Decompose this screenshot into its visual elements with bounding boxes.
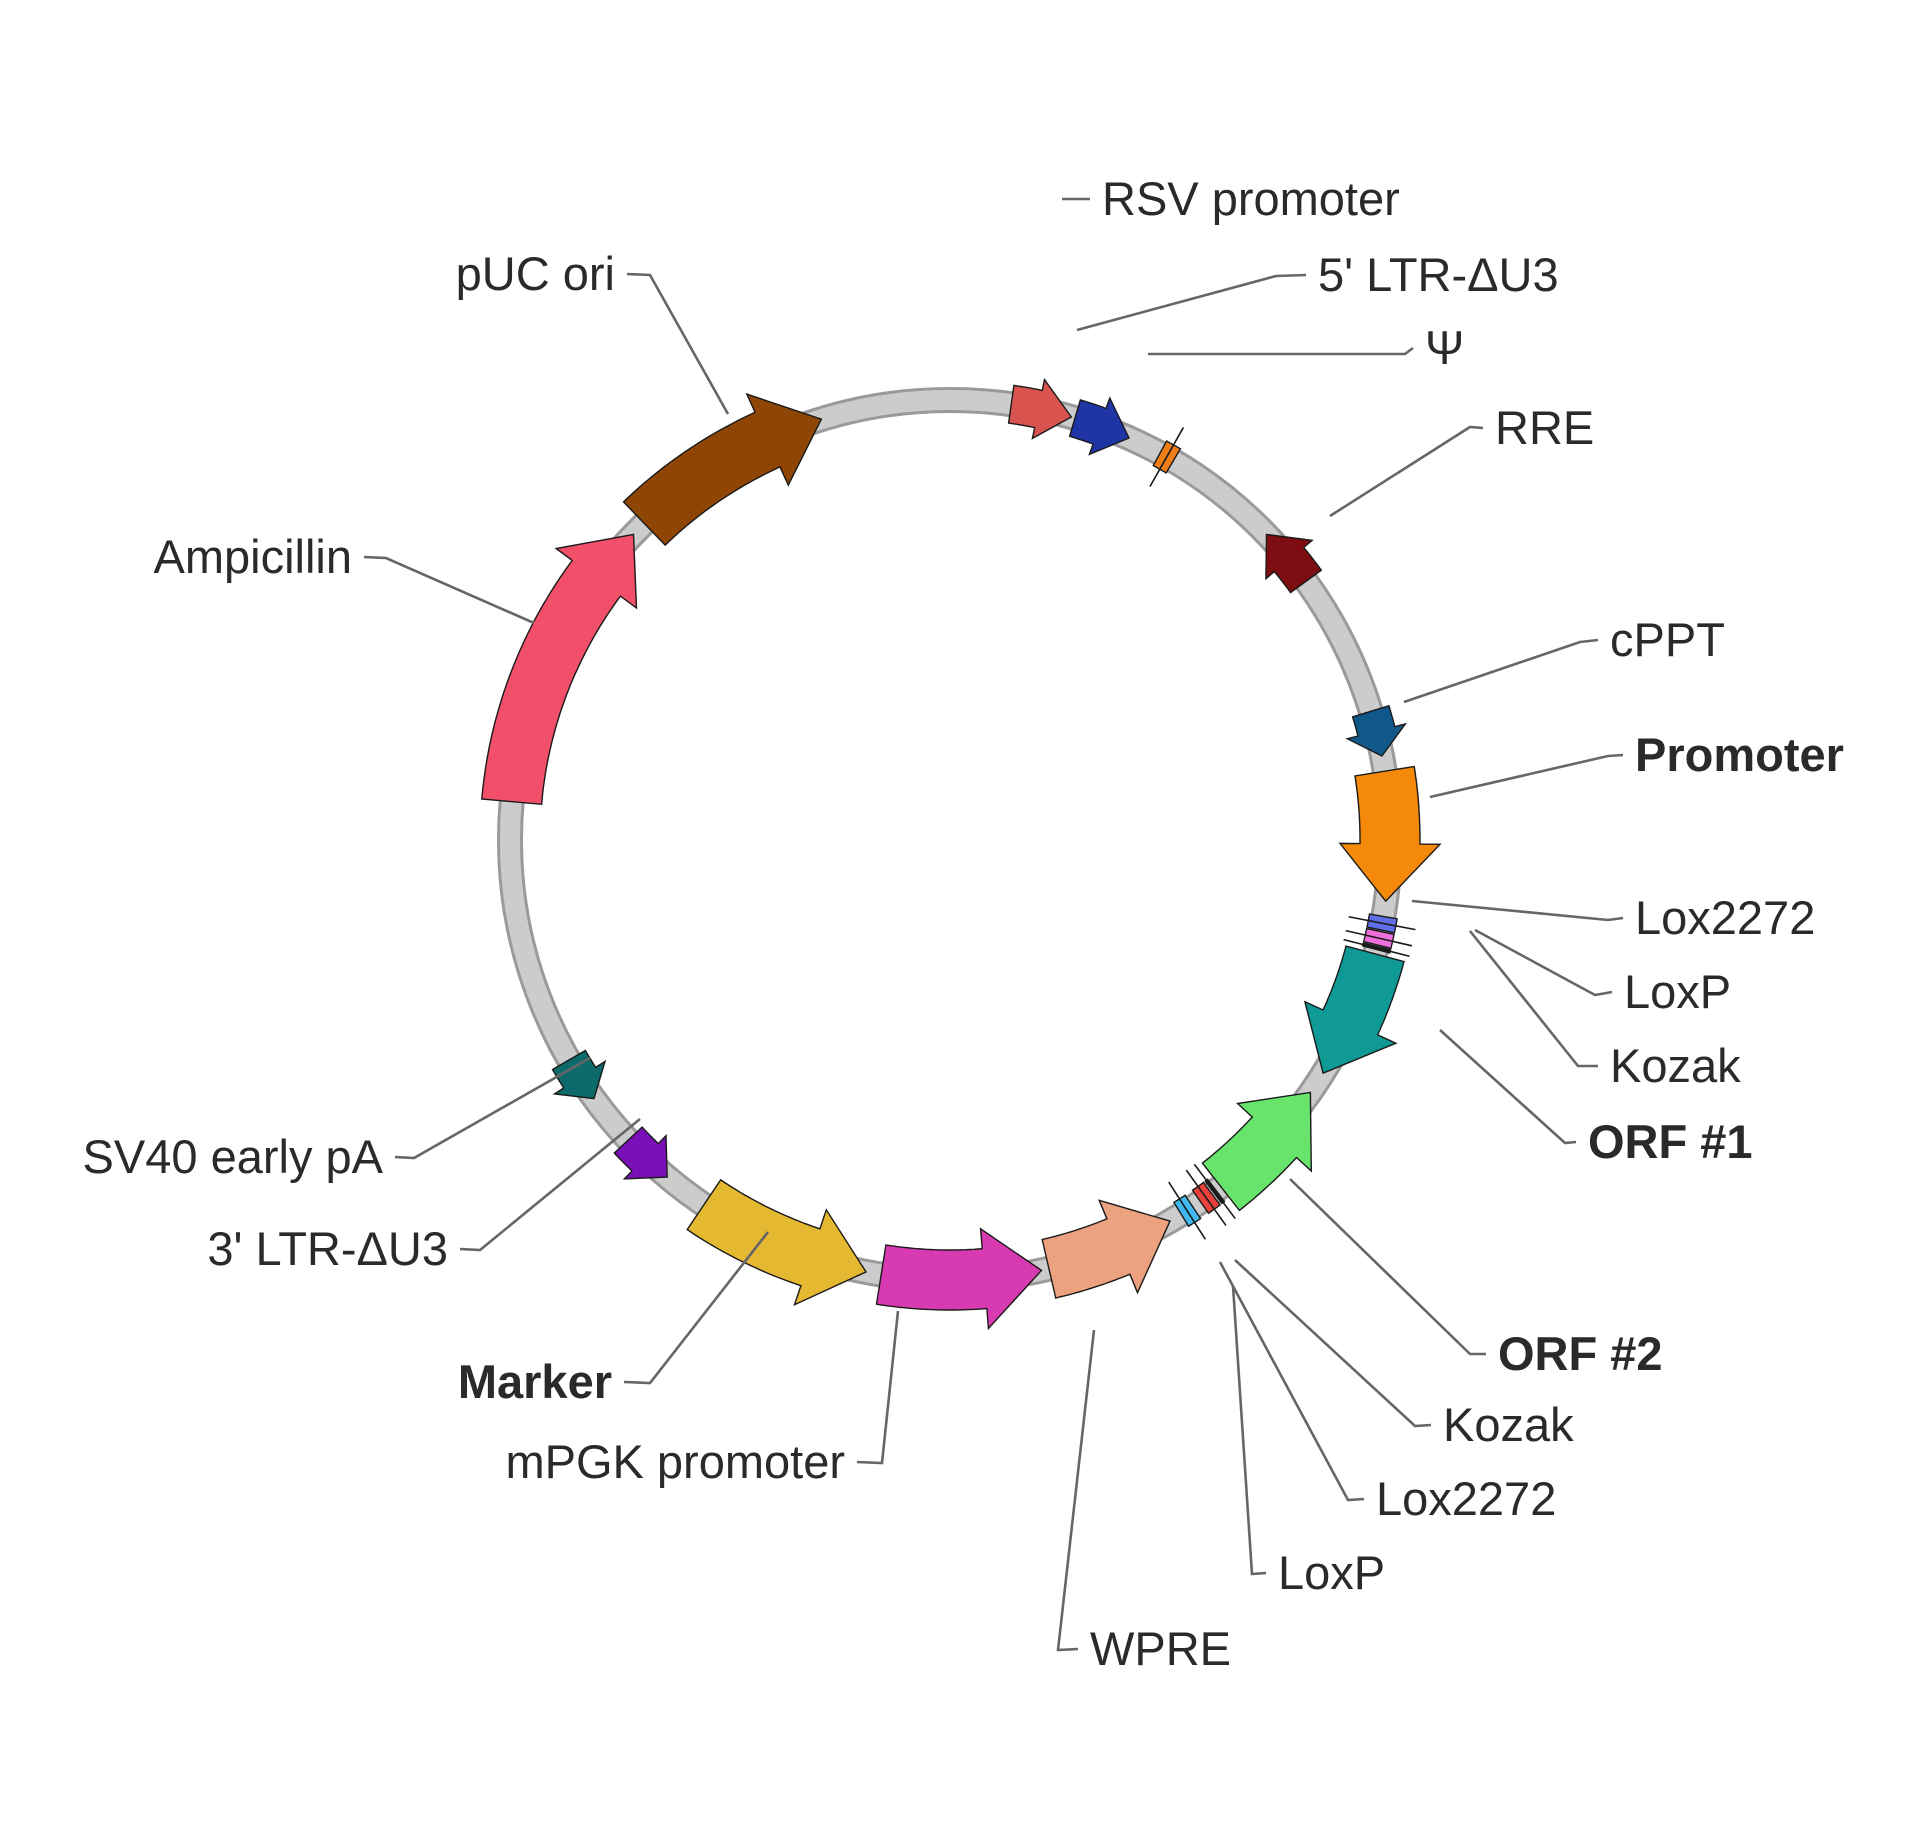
leader-line-psi xyxy=(1148,346,1414,356)
feature-rre xyxy=(1265,533,1323,594)
feature-marker xyxy=(686,1178,868,1307)
feature-sv40-pa xyxy=(551,1049,607,1100)
label-orf2: ORF #2 xyxy=(1498,1327,1663,1380)
leader-line-lox2272-1 xyxy=(1411,899,1624,922)
label-psi: Ψ xyxy=(1425,321,1464,374)
feature-tick-kozak-1 xyxy=(1343,938,1410,958)
leader-line-cppt xyxy=(1403,638,1599,704)
feature-five-ltr xyxy=(1068,396,1130,456)
feature-orf1 xyxy=(1303,945,1405,1075)
leaders-layer xyxy=(363,197,1624,1652)
label-loxp-1: LoxP xyxy=(1624,965,1731,1018)
label-three-ltr: 3' LTR-ΔU3 xyxy=(207,1222,448,1275)
feature-ampicillin xyxy=(481,533,638,806)
label-ampicillin: Ampicillin xyxy=(154,530,353,583)
leader-line-puc-ori xyxy=(626,272,730,415)
leader-line-wpre xyxy=(1056,1329,1096,1652)
label-puc-ori: pUC ori xyxy=(456,247,615,300)
leader-line-three-ltr xyxy=(459,1117,641,1252)
leader-line-kozak-1 xyxy=(1468,930,1598,1068)
label-sv40-pa: SV40 early pA xyxy=(83,1130,384,1183)
leader-line-orf1 xyxy=(1439,1029,1577,1145)
label-lox2272-2: Lox2272 xyxy=(1376,1472,1556,1525)
label-promoter: Promoter xyxy=(1635,728,1844,781)
leader-line-mpgk-promoter xyxy=(856,1310,900,1465)
leader-line-loxp-1 xyxy=(1474,928,1613,997)
leader-line-orf2 xyxy=(1289,1178,1486,1356)
leader-line-promoter xyxy=(1429,753,1624,799)
label-kozak-2: Kozak xyxy=(1443,1398,1574,1451)
feature-three-ltr xyxy=(613,1126,668,1180)
feature-tick-lox2272-1 xyxy=(1348,915,1416,931)
feature-orf2 xyxy=(1201,1091,1313,1212)
leader-line-five-ltr xyxy=(1076,273,1307,332)
label-loxp-2: LoxP xyxy=(1278,1546,1385,1599)
feature-tick-lox2272-2 xyxy=(1185,1169,1227,1226)
feature-tick-psi xyxy=(1149,427,1185,488)
leader-line-loxp-2 xyxy=(1231,1285,1267,1576)
feature-puc-ori xyxy=(622,392,823,547)
leader-line-rre xyxy=(1329,425,1484,518)
feature-wpre xyxy=(1041,1199,1171,1299)
label-mpgk-promoter: mPGK promoter xyxy=(505,1435,845,1488)
leader-line-kozak-2 xyxy=(1234,1259,1432,1428)
leader-line-lox2272-2 xyxy=(1218,1261,1365,1502)
feature-promoter xyxy=(1338,765,1442,903)
label-kozak-1: Kozak xyxy=(1610,1039,1741,1092)
leader-line-ampicillin xyxy=(363,555,535,625)
features-layer xyxy=(481,377,1442,1331)
label-lox2272-1: Lox2272 xyxy=(1635,891,1815,944)
label-five-ltr: 5' LTR-ΔU3 xyxy=(1318,248,1559,301)
label-rre: RRE xyxy=(1495,401,1594,454)
feature-tick-loxp-2 xyxy=(1168,1181,1207,1240)
feature-cppt xyxy=(1345,704,1408,757)
label-rsv-promoter: RSV promoter xyxy=(1102,172,1400,225)
leader-line-marker xyxy=(623,1231,770,1385)
feature-rsv-promoter xyxy=(1007,377,1073,440)
feature-tick-kozak-2 xyxy=(1193,1163,1236,1220)
feature-mpgk-promoter xyxy=(875,1227,1043,1331)
leader-line-sv40-pa xyxy=(394,1056,591,1160)
label-orf1: ORF #1 xyxy=(1588,1115,1753,1168)
label-wpre: WPRE xyxy=(1090,1622,1231,1675)
feature-tick-loxp-1 xyxy=(1345,929,1413,947)
label-cppt: cPPT xyxy=(1610,613,1725,666)
label-marker: Marker xyxy=(458,1355,612,1408)
